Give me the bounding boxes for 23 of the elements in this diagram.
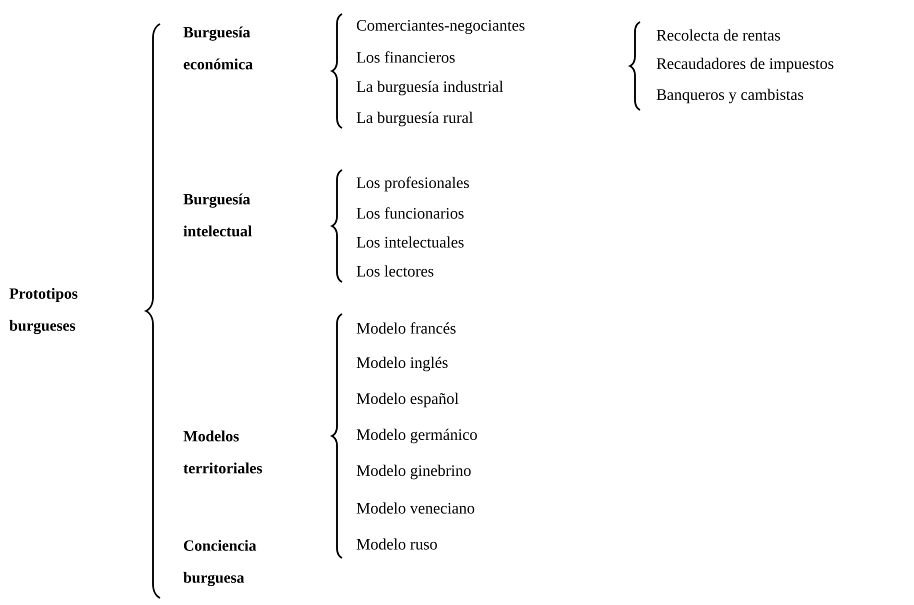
item-text: Comerciantes-negociantes — [356, 20, 524, 34]
item-text: Los financieros — [356, 51, 455, 63]
item-text: Modelo español — [356, 392, 459, 408]
item-text: Modelo veneciano — [356, 502, 474, 514]
item-text: Recolecta de rentas — [656, 29, 780, 41]
item-text: Modelo inglés — [356, 356, 448, 372]
heading-text: Modelos territoriales — [183, 430, 262, 474]
item-text: Los intelectuales — [356, 236, 464, 248]
item-text: Recaudadores de impuestos — [656, 58, 834, 72]
heading-text: Prototipos burgueses — [9, 288, 78, 334]
item-text: Los lectores — [356, 265, 434, 277]
item-text: Modelo ruso — [356, 538, 437, 550]
item-text: Modelo ginebrino — [356, 464, 471, 480]
item-text: Banqueros y cambistas — [656, 88, 804, 104]
item-text: Modelo francés — [356, 322, 456, 334]
item-text: Los funcionarios — [356, 207, 464, 219]
item-text: Los profesionales — [356, 176, 469, 192]
item-text: La burguesía rural — [356, 112, 473, 126]
heading-text: Conciencia burguesa — [183, 540, 256, 586]
heading-text: Burguesía económica — [183, 26, 253, 70]
item-text: La burguesía industrial — [356, 80, 504, 96]
heading-text: Burguesía intelectual — [183, 194, 252, 236]
item-text: Modelo germánico — [356, 428, 477, 444]
